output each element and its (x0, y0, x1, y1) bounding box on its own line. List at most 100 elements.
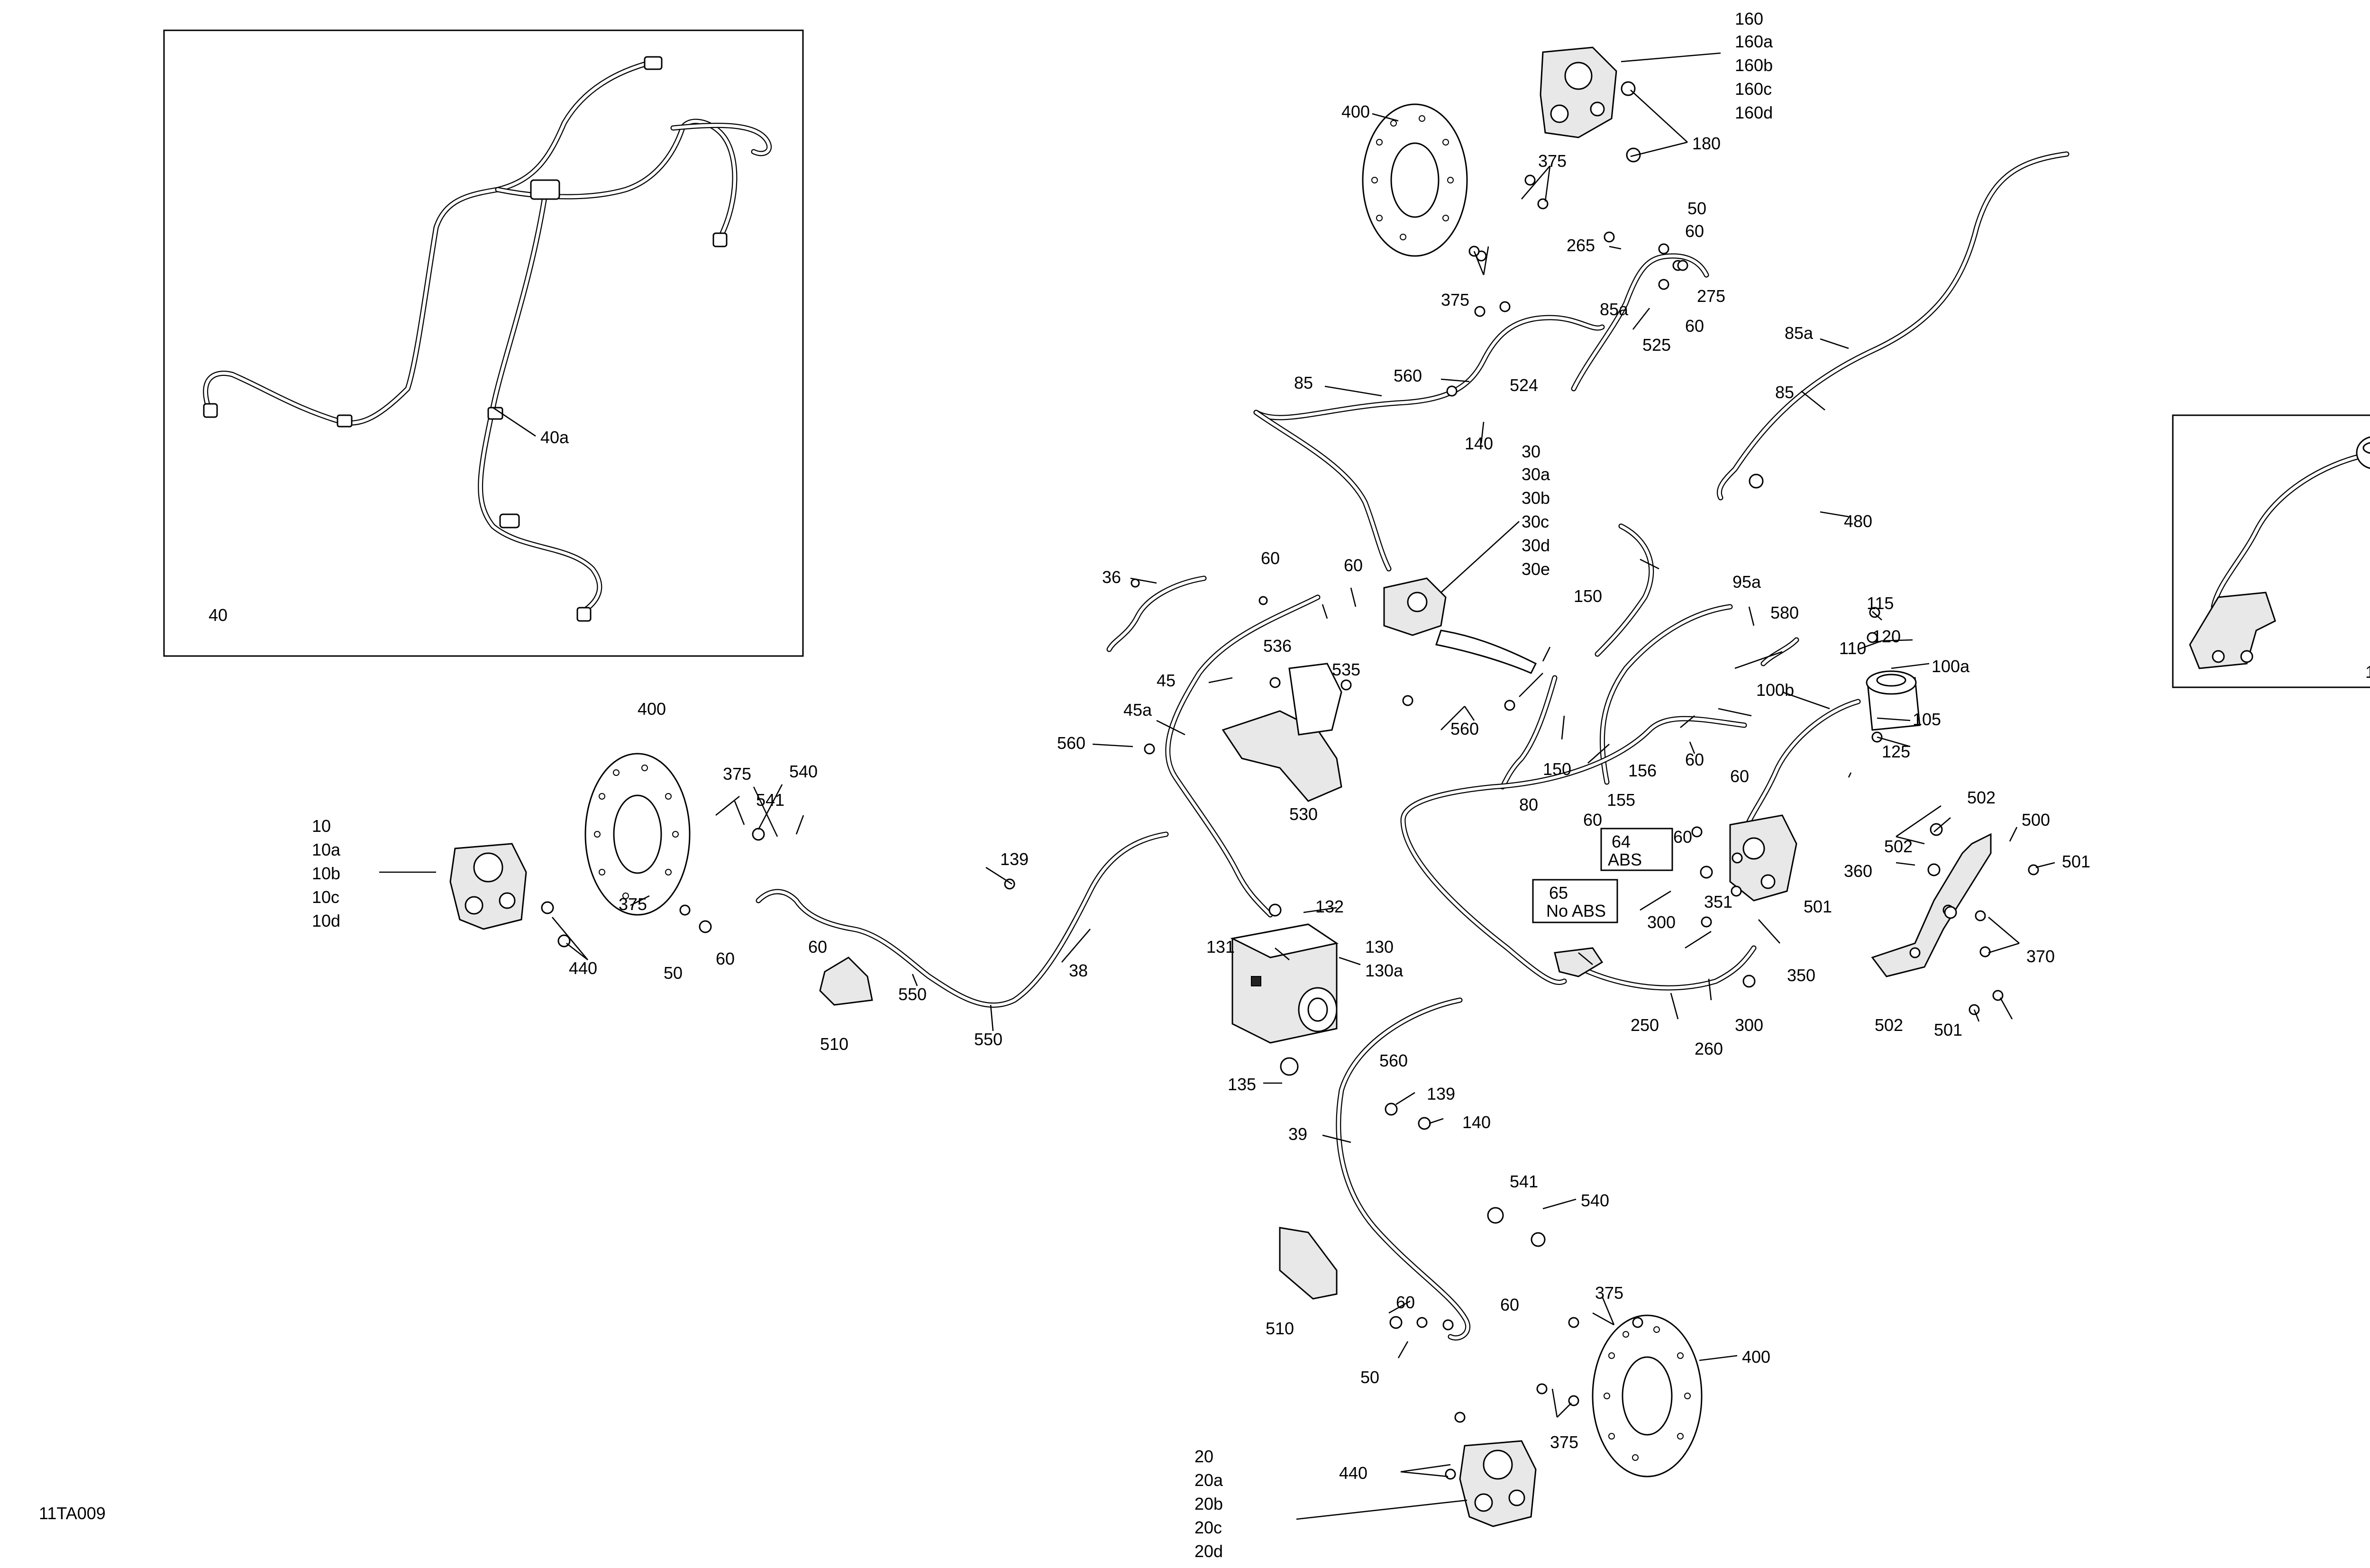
callout-stack-160: 160 160a 160b 160c 160d (1735, 9, 1773, 122)
abs-bracket (1221, 663, 1342, 802)
callout-155: 155 (1607, 790, 1635, 810)
callout-160a: 160a (1735, 32, 1773, 51)
callout-156: 156 (1628, 761, 1657, 780)
callout-375: 375 (1550, 1432, 1578, 1452)
callout-375: 375 (723, 764, 751, 784)
callout-125: 125 (1882, 742, 1910, 761)
callout-30: 30 (1522, 442, 1540, 461)
brake-disc-left (584, 753, 691, 916)
callout-leader-40a (492, 407, 536, 437)
callout-150: 150 (1543, 759, 1571, 779)
callout-85: 85 (1294, 373, 1313, 392)
callout-60: 60 (1396, 1293, 1415, 1312)
callout-502: 502 (1967, 788, 1996, 807)
callout-440: 440 (1339, 1463, 1367, 1483)
callout-265: 265 (1567, 236, 1595, 255)
brake-line-end-fitting (203, 403, 218, 418)
callout-160b: 160b (1735, 55, 1773, 75)
callout-140: 140 (1462, 1112, 1491, 1132)
figure-code: 11TA009 (39, 1504, 106, 1523)
callout-36: 36 (1102, 567, 1121, 587)
callout-375: 375 (1538, 151, 1567, 171)
callout-370: 370 (2026, 947, 2055, 966)
callout-541: 541 (1510, 1172, 1538, 1191)
callout-115: 115 (1867, 593, 1894, 613)
callout-139: 139 (1427, 1084, 1455, 1103)
callout-30a: 30a (1522, 465, 1550, 484)
callout-275: 275 (1697, 286, 1725, 306)
callout-160: 160 (1735, 9, 1763, 28)
brake-pedal (1554, 947, 1604, 977)
callout-524: 524 (1510, 375, 1538, 395)
callout-560: 560 (1057, 733, 1085, 753)
brake-caliper-bottom (1459, 1440, 1537, 1527)
callout-560: 560 (1394, 366, 1422, 385)
mounting-brackets-510 (819, 957, 1338, 1300)
callout-560: 560 (1450, 719, 1479, 738)
callout-20: 20 (1194, 1447, 1213, 1466)
callout-105: 105 (1913, 710, 1941, 729)
callout-20d: 20d (1194, 1541, 1223, 1561)
callout-501: 501 (1804, 897, 1832, 916)
callout-85a: 85a (1785, 323, 1814, 343)
callout-530: 530 (1289, 804, 1318, 824)
brake-line-end-fitting (712, 232, 728, 247)
variant-frame-65 (1532, 879, 1618, 923)
callout-135: 135 (1228, 1075, 1256, 1094)
brake-caliper-top (1540, 46, 1617, 138)
brake-line-tee-fitting (530, 179, 560, 200)
callout-260: 260 (1695, 1039, 1723, 1058)
callout-131: 131 (1206, 937, 1235, 957)
inset-frame-100 (2172, 414, 2370, 688)
callout-560: 560 (1379, 1051, 1408, 1070)
callout-440: 440 (569, 958, 597, 978)
variant-frame-64 (1600, 828, 1673, 871)
callout-stack-30: 30 30a 30b 30c 30d 30e (1522, 442, 1550, 579)
callout-10a: 10a (312, 840, 341, 859)
callout-30d: 30d (1522, 536, 1550, 555)
brake-line-end-fitting (644, 56, 663, 70)
callout-60: 60 (808, 937, 827, 957)
callout-501: 501 (2062, 852, 2090, 871)
hand-master-cylinder (1383, 577, 1537, 674)
brake-disc-top (1362, 103, 1468, 257)
brake-caliper-left (449, 843, 527, 930)
callout-375: 375 (619, 894, 647, 914)
callout-501: 501 (1934, 1020, 1962, 1039)
callout-400: 400 (1341, 102, 1370, 121)
callout-60: 60 (716, 949, 735, 968)
callout-510: 510 (1266, 1319, 1294, 1338)
callout-30e: 30e (1522, 559, 1550, 579)
callout-525: 525 (1642, 335, 1671, 355)
callout-580: 580 (1770, 603, 1799, 622)
variant-label-abs: ABS (1608, 850, 1642, 869)
callout-535: 535 (1332, 660, 1360, 679)
rear-master-cylinder (1729, 814, 1797, 902)
callout-300: 300 (1735, 1015, 1763, 1035)
callout-60: 60 (1344, 556, 1363, 575)
callout-60: 60 (1685, 221, 1704, 241)
brake-lines-main (756, 151, 2069, 1341)
callout-85: 85 (1775, 383, 1794, 402)
master-cylinder-foot (2189, 592, 2276, 669)
callout-130a: 130a (1365, 961, 1404, 980)
callout-30c: 30c (1522, 512, 1549, 531)
inset-brake-line-hoses (203, 56, 772, 622)
callout-540: 540 (1581, 1191, 1609, 1210)
callout-541: 541 (756, 790, 784, 810)
variant-box-abs: 64 ABS (1600, 828, 1673, 871)
callout-85a: 85a (1600, 300, 1629, 319)
callout-375: 375 (1441, 290, 1469, 310)
inset-item-100: 100 (2365, 662, 2370, 682)
callout-60: 60 (1730, 766, 1749, 786)
callout-10d: 10d (312, 911, 340, 930)
callout-250: 250 (1631, 1015, 1659, 1035)
callout-120: 120 (1872, 627, 1901, 646)
callout-38: 38 (1069, 961, 1088, 980)
callout-80: 80 (1519, 795, 1538, 814)
callout-leaders (379, 52, 2055, 1520)
callout-20a: 20a (1194, 1470, 1223, 1490)
callout-502: 502 (1884, 837, 1913, 856)
callout-45: 45 (1157, 671, 1176, 690)
